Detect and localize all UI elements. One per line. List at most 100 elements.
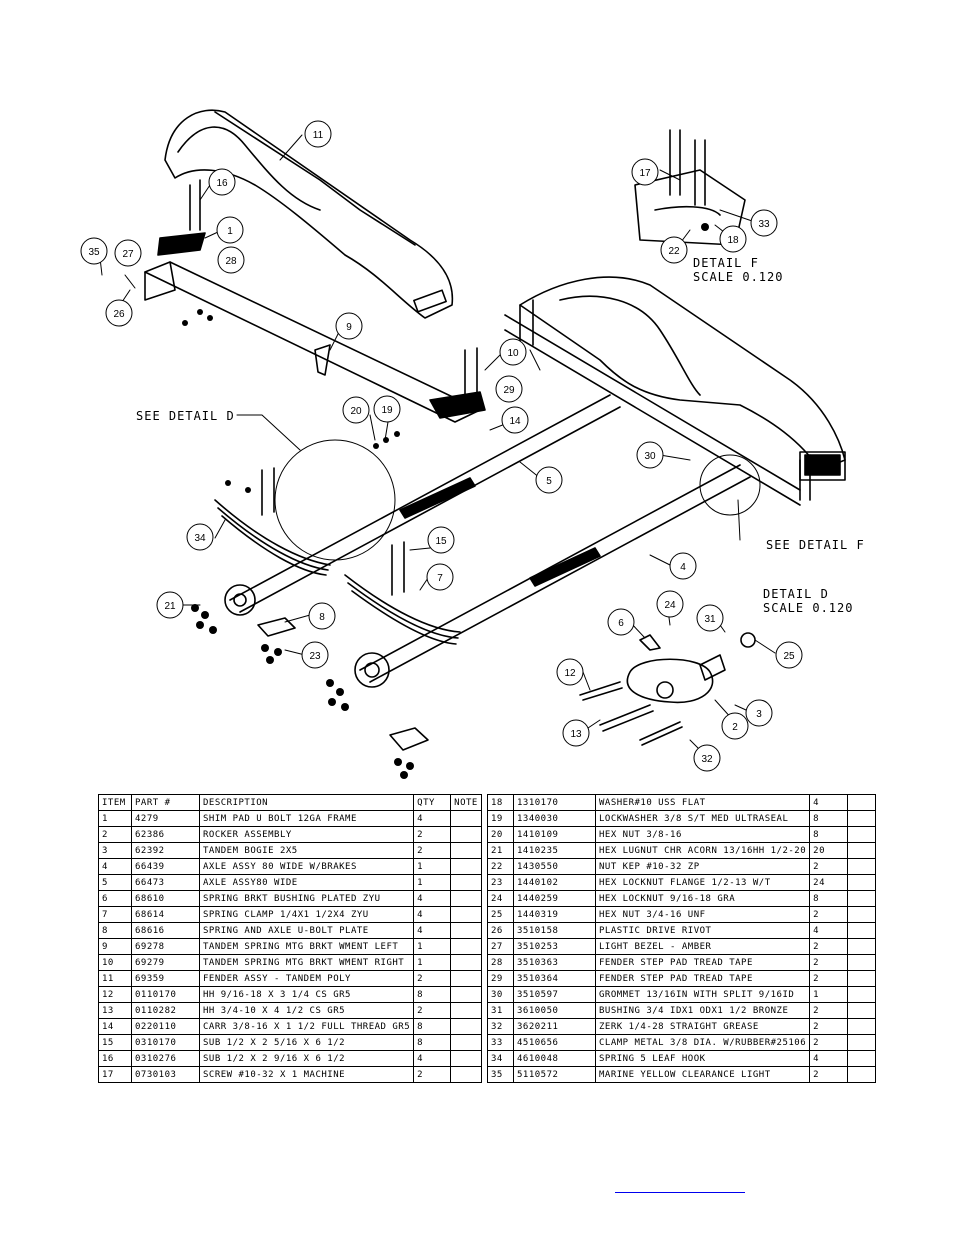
- part-number-cell: 1410109: [513, 826, 596, 843]
- description-cell: ZERK 1/4-28 STRAIGHT GREASE: [594, 1018, 811, 1035]
- leader-lines: [99, 134, 776, 759]
- description-cell: SPRING 5 LEAF HOOK: [594, 1050, 811, 1067]
- part-number-cell: 0310276: [131, 1050, 200, 1067]
- item-balloons: 11 16 1 28 35 27 26 9 10 29 20 19 14 30 …: [80, 120, 803, 772]
- part-number-cell: 66439: [131, 858, 200, 875]
- table-row: 17 0730103 SCREW #10-32 X 1 MACHINE 2: [98, 1066, 482, 1083]
- description-cell: ROCKER ASSEMBLY: [198, 826, 415, 843]
- note-cell: [847, 1034, 877, 1051]
- description-cell: FENDER ASSY - TANDEM POLY: [198, 970, 415, 987]
- detail-f-circle: [699, 454, 761, 516]
- balloon-22: 22: [660, 236, 688, 264]
- qty-cell: 24: [809, 874, 849, 891]
- note-cell: [450, 858, 482, 875]
- header-part: PART #: [131, 794, 200, 811]
- note-cell: [450, 986, 482, 1003]
- item-cell: 23: [487, 874, 514, 891]
- qty-cell: 1: [809, 986, 849, 1003]
- qty-cell: 4: [413, 906, 452, 923]
- leaf-springs: [214, 467, 461, 645]
- balloon-30: 30: [636, 441, 664, 469]
- item-cell: 21: [487, 842, 514, 859]
- qty-cell: 2: [413, 842, 452, 859]
- svg-text:2: 2: [732, 722, 738, 733]
- description-cell: LOCKWASHER 3/8 S/T MED ULTRASEAL: [594, 810, 811, 827]
- item-cell: 10: [98, 954, 132, 971]
- svg-text:28: 28: [225, 256, 237, 267]
- item-cell: 14: [98, 1018, 132, 1035]
- axle-5: [224, 394, 621, 616]
- right-fender: [504, 276, 846, 506]
- table-row: 27 3510253 LIGHT BEZEL - AMBER 2: [487, 938, 877, 955]
- table-header-row: ITEM PART # DESCRIPTION QTY NOTE: [98, 794, 482, 811]
- qty-cell: 8: [413, 1018, 452, 1035]
- part-number-cell: 68616: [131, 922, 200, 939]
- part-number-cell: 4279: [131, 810, 200, 827]
- svg-text:23: 23: [309, 651, 321, 662]
- svg-text:3: 3: [756, 709, 762, 720]
- part-number-cell: 68614: [131, 906, 200, 923]
- balloon-26: 26: [105, 299, 133, 327]
- qty-cell: 4: [809, 794, 849, 811]
- header-item: ITEM: [98, 794, 132, 811]
- qty-cell: 2: [809, 858, 849, 875]
- part-number-cell: 3610050: [513, 1002, 596, 1019]
- part-number-cell: 3510253: [513, 938, 596, 955]
- table-row: 15 0310170 SUB 1/2 X 2 5/16 X 6 1/2 8: [98, 1034, 482, 1051]
- balloon-27: 27: [114, 239, 142, 267]
- note-cell: [450, 970, 482, 987]
- table-row: 30 3510597 GROMMET 13/16IN WITH SPLIT 9/…: [487, 986, 877, 1003]
- header-description: DESCRIPTION: [198, 794, 415, 811]
- balloon-20: 20: [342, 396, 370, 424]
- balloon-5: 5: [535, 466, 563, 494]
- balloon-1: 1: [216, 216, 244, 244]
- item-cell: 7: [98, 906, 132, 923]
- note-cell: [450, 1002, 482, 1019]
- qty-cell: 2: [809, 970, 849, 987]
- balloon-28: 28: [217, 246, 245, 274]
- item-cell: 11: [98, 970, 132, 987]
- qty-cell: 4: [413, 922, 452, 939]
- parts-table-right: 18 1310170 WASHER#10 USS FLAT 4 19 13400…: [487, 794, 877, 1083]
- description-cell: HH 3/4-10 X 4 1/2 CS GR5: [198, 1002, 415, 1019]
- item-cell: 22: [487, 858, 514, 875]
- item-cell: 15: [98, 1034, 132, 1051]
- description-cell: SHIM PAD U BOLT 12GA FRAME: [198, 810, 415, 827]
- table-row: 12 0110170 HH 9/16-18 X 3 1/4 CS GR5 8: [98, 986, 482, 1003]
- note-cell: [450, 842, 482, 859]
- qty-cell: 2: [413, 970, 452, 987]
- balloon-9: 9: [335, 312, 363, 340]
- description-cell: WASHER#10 USS FLAT: [594, 794, 811, 811]
- footer-link[interactable]: [615, 1176, 745, 1193]
- table-row: 28 3510363 FENDER STEP PAD TREAD TAPE 2: [487, 954, 877, 971]
- detail-f-title: DETAIL F: [693, 256, 759, 270]
- part-number-cell: 1340030: [513, 810, 596, 827]
- balloon-7: 7: [426, 563, 454, 591]
- header-qty: QTY: [413, 794, 452, 811]
- item-cell: 26: [487, 922, 514, 939]
- svg-text:8: 8: [319, 612, 325, 623]
- qty-cell: 2: [809, 1018, 849, 1035]
- balloon-24: 24: [656, 590, 684, 618]
- item-cell: 34: [487, 1050, 514, 1067]
- table-row: 3 62392 TANDEM BOGIE 2X5 2: [98, 842, 482, 859]
- description-cell: BUSHING 3/4 IDX1 ODX1 1/2 BRONZE: [594, 1002, 811, 1019]
- svg-text:7: 7: [437, 573, 443, 584]
- shim-plate: [389, 727, 429, 751]
- part-number-cell: 69278: [131, 938, 200, 955]
- svg-text:31: 31: [704, 614, 716, 625]
- item-cell: 31: [487, 1002, 514, 1019]
- table-row: 35 5110572 MARINE YELLOW CLEARANCE LIGHT…: [487, 1066, 877, 1083]
- qty-cell: 4: [413, 1050, 452, 1067]
- part-number-cell: 0310170: [131, 1034, 200, 1051]
- qty-cell: 8: [809, 826, 849, 843]
- balloon-25: 25: [775, 641, 803, 669]
- table-row: 34 4610048 SPRING 5 LEAF HOOK 4: [487, 1050, 877, 1067]
- description-cell: AXLE ASSY80 WIDE: [198, 874, 415, 891]
- see-detail-d-label: SEE DETAIL D: [136, 409, 235, 423]
- balloon-2: 2: [721, 712, 749, 740]
- svg-text:19: 19: [381, 405, 393, 416]
- description-cell: HEX NUT 3/8-16: [594, 826, 811, 843]
- part-number-cell: 3510597: [513, 986, 596, 1003]
- item-cell: 1: [98, 810, 132, 827]
